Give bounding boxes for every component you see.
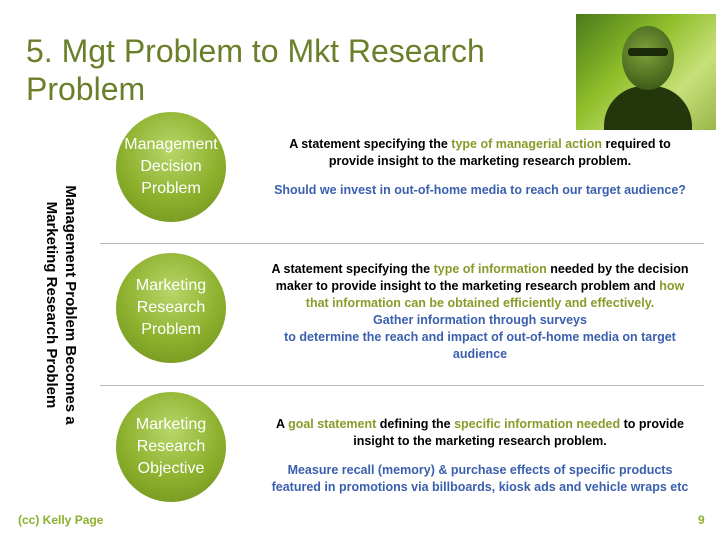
circle-line: Decision: [140, 158, 202, 175]
definition-text: A goal statement defining the specific i…: [276, 417, 684, 448]
circle-line: Research: [136, 299, 206, 316]
example-text: Measure recall (memory) & purchase effec…: [271, 463, 689, 494]
circle-line: Management: [124, 136, 218, 153]
circle-marketing-research-objective: Marketing Research Objective: [116, 392, 226, 502]
example-text: to determine the reach and impact of out…: [284, 330, 676, 361]
definition-block-2: A statement specifying the type of infor…: [270, 261, 690, 363]
circle-management-decision-problem: Management Decision Problem: [116, 112, 226, 222]
slide-title: 5. Mgt Problem to Mkt Research Problem: [26, 33, 485, 107]
page-number: 9: [698, 513, 705, 527]
side-label-text: Management Problem Becomes a Marketing R…: [43, 185, 79, 425]
example-text: Gather information through surveys: [373, 313, 587, 327]
circle-line: Problem: [141, 180, 201, 197]
circle-line: Objective: [137, 460, 205, 477]
circle-marketing-research-problem: Marketing Research Problem: [116, 253, 226, 363]
definition-text: A statement specifying the type of infor…: [271, 262, 689, 310]
example-text: Should we invest in out-of-home media to…: [274, 183, 686, 197]
side-label: Management Problem Becomes a Marketing R…: [36, 160, 86, 450]
definition-block-3: A goal statement defining the specific i…: [270, 416, 690, 496]
circle-line: Marketing: [135, 277, 207, 294]
divider: [100, 243, 704, 244]
copyright: (cc) Kelly Page: [18, 513, 104, 527]
circle-line: Marketing: [135, 416, 207, 433]
divider: [100, 385, 704, 386]
circle-line: Problem: [141, 321, 201, 338]
header-photo: [576, 14, 716, 130]
definition-block-1: A statement specifying the type of manag…: [270, 136, 690, 199]
circle-line: Research: [136, 438, 206, 455]
definition-text: A statement specifying the type of manag…: [289, 137, 671, 168]
